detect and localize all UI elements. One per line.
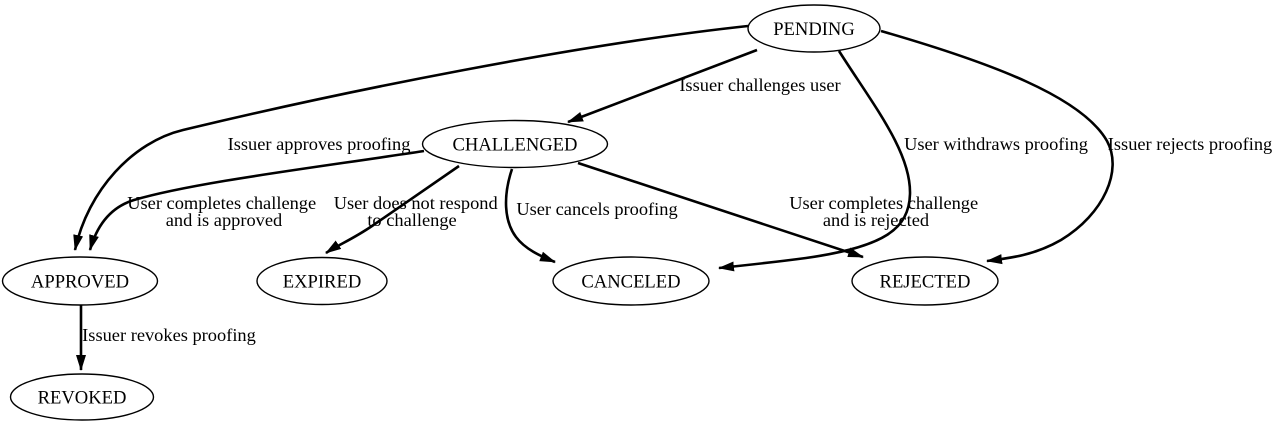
edge-pending-to-canceled: User withdraws proofing: [718, 50, 1088, 272]
edge-pending-to-canceled-line: [718, 50, 912, 272]
edge-label-user-withdraws-proofing: User withdraws proofing: [904, 134, 1088, 154]
state-node-approved: APPROVED: [1, 256, 159, 306]
edge-label-issuer-revokes-proofing: Issuer revokes proofing: [82, 325, 256, 345]
state-node-challenged: CHALLENGED: [421, 119, 609, 169]
edge-pending-to-rejected: Issuer rejects proofing: [880, 29, 1272, 265]
state-node-revoked: REVOKED: [9, 373, 155, 421]
edge-label-issuer-challenges-user: Issuer challenges user: [679, 75, 840, 95]
approved-ellipse: [1, 256, 159, 306]
edge-pending-to-rejected-line: [880, 29, 1114, 265]
approved-label: APPROVED: [31, 272, 129, 293]
revoked-label: REVOKED: [38, 388, 127, 409]
edge-challenged-to-rejected: User completes challenge and is rejected: [577, 161, 983, 259]
edge-pending-to-approved-line: [73, 24, 749, 251]
edge-challenged-to-expired-line: [325, 164, 460, 255]
edge-label-completes-challenge-approved: User completes challenge and is approved: [127, 193, 321, 230]
edge-pending-to-challenged: Issuer challenges user: [567, 48, 841, 124]
pending-ellipse: [747, 4, 881, 53]
edge-challenged-to-rejected-line: [577, 161, 864, 259]
state-node-pending: PENDING: [747, 4, 881, 53]
edge-challenged-to-approved: User completes challenge and is approved: [88, 149, 425, 251]
edge-label-user-cancels-proofing: User cancels proofing: [516, 199, 677, 219]
edge-label-user-does-not-respond: User does not respond to challenge: [334, 193, 503, 230]
edge-approved-to-revoked: Issuer revokes proofing: [76, 305, 256, 371]
canceled-label: CANCELED: [581, 272, 680, 293]
challenged-label: CHALLENGED: [453, 135, 578, 156]
pending-label: PENDING: [773, 19, 855, 40]
rejected-label: REJECTED: [880, 272, 971, 293]
edge-label-issuer-rejects-proofing: Issuer rejects proofing: [1108, 134, 1272, 154]
edge-pending-to-approved: Issuer approves proofing: [73, 24, 749, 251]
expired-ellipse: [256, 256, 388, 306]
challenged-ellipse: [421, 119, 609, 169]
edge-challenged-to-approved-line: [88, 149, 425, 251]
edge-label-completes-challenge-rejected: User completes challenge and is rejected: [789, 193, 983, 230]
edge-pending-to-challenged-line: [567, 48, 758, 124]
edge-challenged-to-canceled-line: [504, 168, 556, 264]
state-node-expired: EXPIRED: [256, 256, 388, 306]
edge-challenged-to-expired: User does not respond to challenge: [325, 164, 503, 255]
edge-challenged-to-canceled: User cancels proofing: [504, 168, 678, 264]
edge-label-issuer-approves-proofing: Issuer approves proofing: [228, 134, 411, 154]
state-node-canceled: CANCELED: [552, 256, 710, 306]
revoked-ellipse: [9, 373, 155, 421]
rejected-ellipse: [851, 256, 999, 306]
state-node-rejected: REJECTED: [851, 256, 999, 306]
canceled-ellipse: [552, 256, 710, 306]
expired-label: EXPIRED: [283, 272, 362, 293]
